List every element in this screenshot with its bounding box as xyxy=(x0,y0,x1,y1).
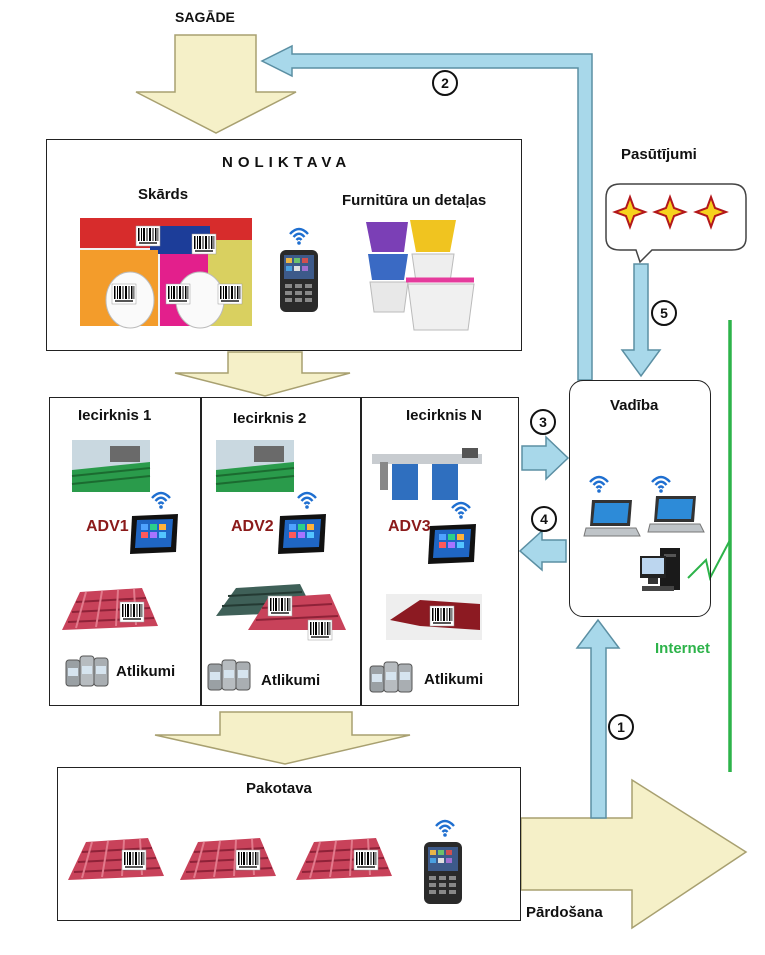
sagade-label: SAGĀDE xyxy=(175,9,235,25)
flow-arrow-2 xyxy=(260,44,593,381)
sheet-metal-rolls-image xyxy=(80,218,252,329)
pasutijumi-label: Pasūtījumi xyxy=(621,146,697,163)
step-badge-3: 3 xyxy=(530,409,556,435)
orders-bubble xyxy=(605,183,747,264)
section-divider xyxy=(360,397,362,706)
step-badge-5: 5 xyxy=(651,300,677,326)
step-badge-1: 1 xyxy=(608,714,634,740)
section-title: Iecirknis N xyxy=(406,407,482,424)
adv-label: ADV1 xyxy=(86,518,129,535)
internet-label: Internet xyxy=(655,640,711,657)
sections-to-pakotava-arrow xyxy=(154,711,411,765)
pakotava-box xyxy=(57,767,521,921)
adv-label: ADV2 xyxy=(231,518,274,535)
vadiba-box xyxy=(569,380,711,617)
stock-label: Atlikumi xyxy=(116,663,176,680)
section-title: Iecirknis 2 xyxy=(233,410,307,427)
section-divider xyxy=(200,397,202,706)
network-link-icon xyxy=(687,539,731,581)
vadiba-label: Vadība xyxy=(610,397,659,414)
flow-arrow-4 xyxy=(518,529,567,572)
woodworking-machine-image xyxy=(372,448,482,500)
flow-arrow-3 xyxy=(521,435,570,481)
stock-label: Atlikumi xyxy=(261,672,321,689)
sections-box xyxy=(49,397,519,706)
flow-arrow-5 xyxy=(620,263,662,378)
pakotava-title: Pakotava xyxy=(246,780,312,797)
noliktava-title: NOLIKTAVA xyxy=(222,154,352,171)
noliktava-to-sections-arrow xyxy=(174,351,351,397)
roll-forming-machine-image xyxy=(215,440,295,492)
step-badge-2: 2 xyxy=(432,70,458,96)
pardosana-arrow xyxy=(520,778,748,930)
flow-arrow-1 xyxy=(575,618,621,819)
section-title: Iecirknis 1 xyxy=(78,407,152,424)
adv-label: ADV3 xyxy=(388,518,431,535)
roll-forming-machine-image xyxy=(71,440,151,492)
skards-label: Skārds xyxy=(138,186,189,203)
furnitura-label: Furnitūra un detaļas xyxy=(342,192,487,209)
pardosana-label: Pārdošana xyxy=(526,904,603,921)
step-badge-4: 4 xyxy=(531,506,557,532)
sagade-down-arrow xyxy=(135,34,297,134)
noliktava-box xyxy=(46,139,522,351)
plastic-containers-image xyxy=(366,220,475,331)
stock-label: Atlikumi xyxy=(424,671,484,688)
